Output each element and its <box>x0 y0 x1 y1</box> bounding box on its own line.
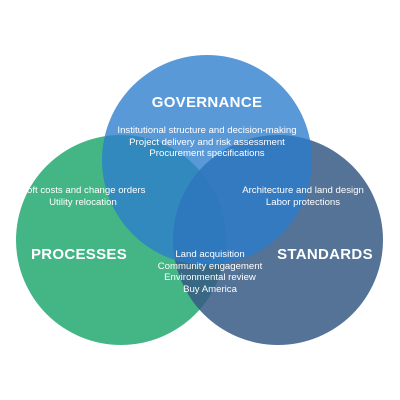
governance-item: Procurement specifications <box>149 148 265 159</box>
processes-items: Soft costs and change orders Utility rel… <box>21 185 146 208</box>
processes-item: Soft costs and change orders <box>20 185 146 196</box>
governance-items: Institutional structure and decision-mak… <box>117 125 296 160</box>
standards-item: Architecture and land design <box>242 185 364 196</box>
governance-title: GOVERNANCE <box>151 94 263 111</box>
governance-item: Institutional structure and decision-mak… <box>117 125 297 136</box>
center-items: Land acquisition Community engagement En… <box>158 249 263 295</box>
governance-item: Project delivery and risk assessment <box>129 136 285 148</box>
center-item: Land acquisition <box>175 249 245 260</box>
standards-items: Architecture and land design Labor prote… <box>242 185 364 208</box>
processes-item: Utility relocation <box>49 196 117 208</box>
processes-title: PROCESSES <box>30 246 128 263</box>
governance-circle <box>102 55 312 265</box>
center-item: Buy America <box>183 283 237 295</box>
center-item: Environmental review <box>164 272 256 283</box>
standards-title: STANDARDS <box>277 246 373 263</box>
standards-item: Labor protections <box>265 196 341 208</box>
center-item: Community engagement <box>157 260 263 272</box>
